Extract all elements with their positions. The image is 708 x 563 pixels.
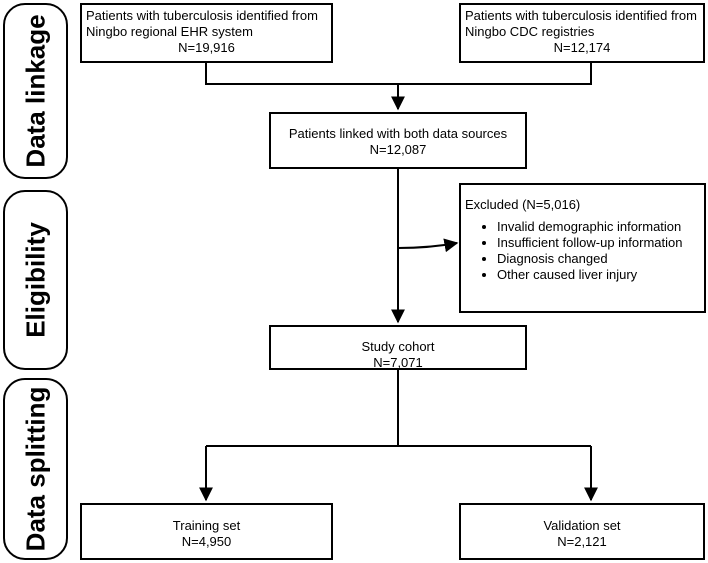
box-linked-line1: Patients linked with both data sources (288, 126, 508, 141)
connector-cdc (398, 63, 592, 85)
box-study-cohort: Study cohort N=7,071 (269, 325, 527, 370)
box-ehr-line2: Ningbo regional EHR system (86, 24, 253, 39)
stage-label-splitting: Data splitting (20, 386, 50, 552)
box-cohort-line1: Study cohort (361, 339, 435, 354)
box-excluded: Excluded (N=5,016) Invalid demographic i… (459, 183, 706, 313)
box-ehr-count: N=19,916 (178, 40, 235, 55)
box-ehr-line1: Patients with tuberculosis identified fr… (86, 8, 318, 23)
stage-data-splitting: Data splitting (3, 378, 68, 560)
box-validation-line1: Validation set (543, 518, 621, 533)
exclusion-item: Other caused liver injury (497, 267, 700, 283)
box-ehr-patients: Patients with tuberculosis identified fr… (80, 3, 333, 63)
box-training-count: N=4,950 (181, 534, 232, 549)
box-linked-patients: Patients linked with both data sources N… (269, 112, 527, 169)
box-cdc-patients: Patients with tuberculosis identified fr… (459, 3, 705, 63)
exclusion-list: Invalid demographic information Insuffic… (465, 219, 700, 283)
box-validation-set: Validation set N=2,121 (459, 503, 705, 560)
stage-eligibility: Eligibility (3, 190, 68, 370)
box-training-set: Training set N=4,950 (80, 503, 333, 560)
stage-label-linkage: Data linkage (20, 14, 50, 168)
box-cdc-line1: Patients with tuberculosis identified fr… (465, 8, 697, 23)
stage-data-linkage: Data linkage (3, 3, 68, 179)
box-validation-count: N=2,121 (557, 534, 607, 549)
exclusion-item: Diagnosis changed (497, 251, 700, 267)
box-linked-count: N=12,087 (369, 142, 427, 157)
arrow-to-excluded (397, 238, 459, 253)
box-training-line1: Training set (172, 518, 241, 533)
box-cohort-count: N=7,071 (373, 355, 423, 370)
stage-label-eligibility: Eligibility (20, 222, 50, 338)
box-excluded-title: Excluded (N=5,016) (465, 197, 581, 212)
box-cdc-count: N=12,174 (553, 40, 611, 55)
box-cdc-line2: Ningbo CDC registries (465, 24, 595, 39)
exclusion-item: Insufficient follow-up information (497, 235, 700, 251)
connector-ehr (205, 63, 398, 85)
exclusion-item: Invalid demographic information (497, 219, 700, 235)
